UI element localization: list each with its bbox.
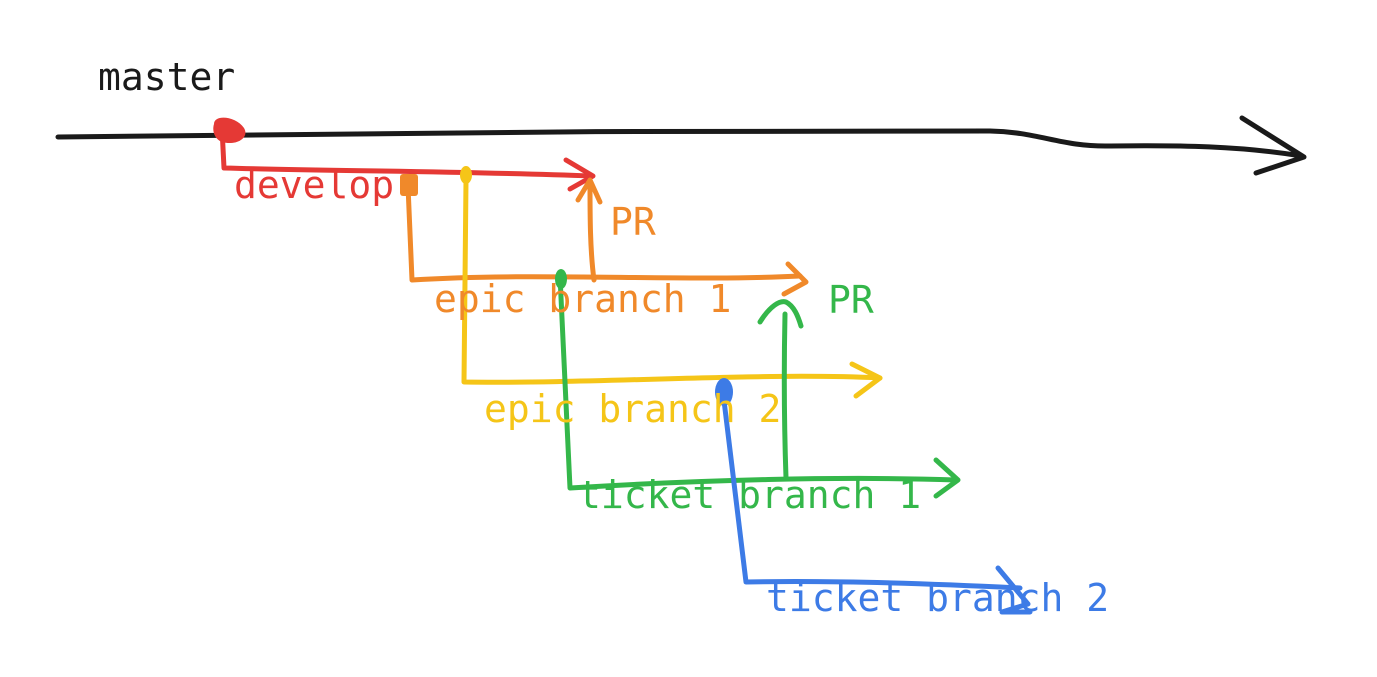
epic-branch-2-line [461,177,883,385]
ticket-branch-1-line [557,273,959,491]
develop-line [219,125,595,179]
ticket-branch-1-origin-commit [555,269,567,289]
develop-label: develop [234,163,395,207]
pr-ticket-to-epic-arrowhead [757,299,804,329]
master-arrowhead [1239,115,1307,176]
epic-branch-1-arrowhead [781,261,809,297]
epic-branch-2-origin-commit [460,166,472,184]
epic-branch-1-label: epic branch 1 [434,277,732,321]
ticket-branch-2-arrowhead [995,565,1033,615]
ticket-branch-1-arrowhead [933,457,961,499]
develop-arrowhead [563,157,596,192]
epic-branch-1-line [405,183,803,283]
master-label: master [98,55,236,99]
master-line [55,128,1305,159]
pr-ticket-to-epic-label: PR [828,278,874,322]
epic-branch-2-label: epic branch 2 [484,387,782,431]
epic-branch-2-arrowhead [849,361,883,399]
epic-branch-1-origin-commit [400,174,418,196]
ticket-branch-2-label: ticket branch 2 [766,576,1110,620]
develop-origin-commit [213,117,246,144]
pr-epic-to-develop-label: PR [610,200,656,244]
pr-epic-to-develop-arrowhead [575,177,603,205]
ticket-branch-2-line [719,381,1023,591]
pr-ticket-to-epic-line [781,311,789,481]
pr-epic-to-develop-line [587,180,597,283]
ticket-branch-2-origin-commit [715,378,733,406]
ticket-branch-1-label: ticket branch 1 [578,473,922,517]
